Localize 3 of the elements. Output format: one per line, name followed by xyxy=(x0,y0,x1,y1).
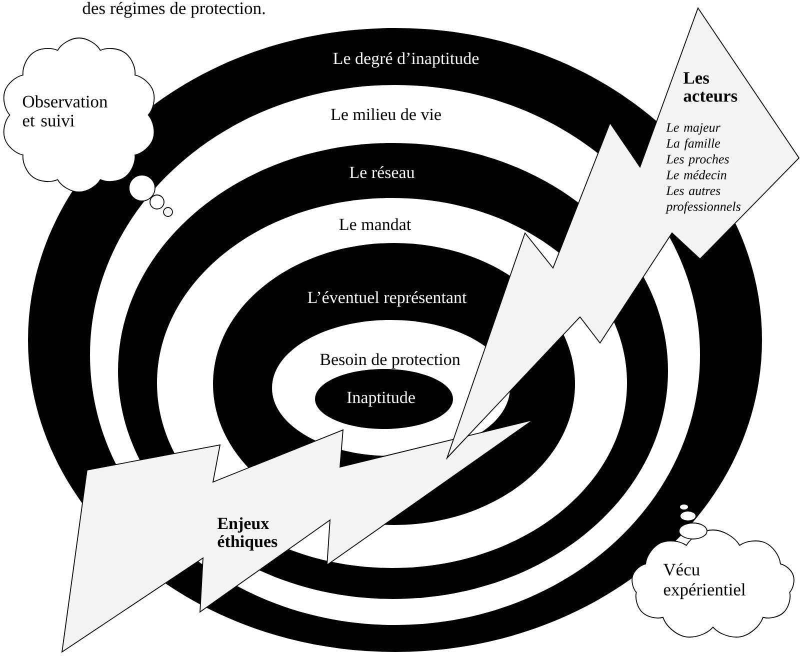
thought-cloud: Vécu expérientiel xyxy=(632,530,794,638)
title: des régimes de protection. xyxy=(82,2,265,18)
thought-cloud: Observation et suivi xyxy=(3,38,155,192)
